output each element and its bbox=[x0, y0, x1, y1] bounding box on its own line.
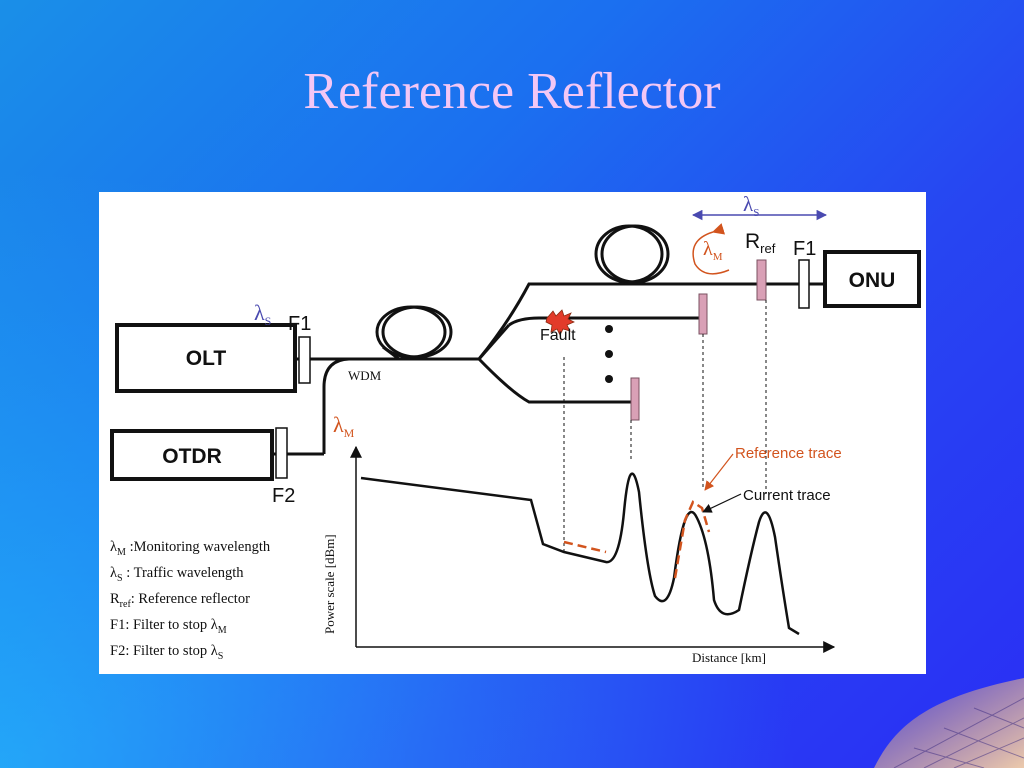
f1-onu-label: F1 bbox=[793, 238, 816, 260]
otdr-label: OTDR bbox=[162, 445, 222, 468]
legend-row-f1: F1: Filter to stop λM bbox=[110, 616, 227, 636]
onu-box bbox=[823, 250, 921, 308]
onu-label: ONU bbox=[849, 269, 896, 292]
x-axis-label: Distance [km] bbox=[692, 650, 766, 665]
reflector-branch-1 bbox=[698, 293, 708, 335]
rref-label: Rref bbox=[745, 230, 776, 256]
fiber-spool-right bbox=[594, 224, 670, 284]
legend: λM :Monitoring wavelength λS : Traffic w… bbox=[110, 537, 330, 666]
fault-icon bbox=[545, 309, 575, 336]
reflector-branch-3 bbox=[630, 377, 640, 421]
current-trace-label: Current trace bbox=[743, 487, 831, 504]
current-trace-pointer bbox=[702, 493, 742, 513]
reference-trace-pointer bbox=[704, 453, 734, 491]
legend-row-rref: Rref: Reference reflector bbox=[110, 590, 250, 610]
branch-dot-2 bbox=[605, 350, 613, 358]
filter-f1-olt bbox=[298, 336, 311, 384]
f2-label: F2 bbox=[272, 485, 295, 507]
y-axis-label: Power scale [dBm] bbox=[322, 534, 337, 634]
diagram-panel: OLT OTDR ONU bbox=[99, 192, 926, 674]
branch-dot-3 bbox=[605, 375, 613, 383]
reference-trace-label: Reference trace bbox=[735, 445, 842, 462]
wdm-label: WDM bbox=[348, 368, 382, 383]
reference-reflector-diagram: OLT OTDR ONU bbox=[110, 192, 921, 665]
fiber-lines bbox=[272, 282, 825, 456]
lambda-m-loop-label: λM bbox=[703, 238, 723, 263]
lambda-m-loop-arrow bbox=[692, 223, 730, 275]
legend-row-f2: F2: Filter to stop λS bbox=[110, 642, 224, 662]
olt-label: OLT bbox=[186, 347, 227, 370]
legend-row-lambda-s: λS : Traffic wavelength bbox=[110, 564, 244, 584]
branch-dot-1 bbox=[605, 325, 613, 333]
reference-trace bbox=[563, 500, 711, 579]
filter-f2 bbox=[275, 427, 288, 479]
reflector-rref bbox=[756, 259, 767, 301]
f1-olt-label: F1 bbox=[288, 313, 311, 335]
slide-title: Reference Reflector bbox=[303, 63, 721, 120]
lambda-s-top-label: λS bbox=[743, 192, 759, 219]
lambda-m-otdr-label: λM bbox=[333, 412, 355, 440]
fiber-spool-left bbox=[375, 305, 453, 361]
current-trace bbox=[360, 472, 800, 636]
filter-f1-onu bbox=[798, 259, 810, 309]
fault-label: Fault bbox=[540, 327, 576, 344]
legend-row-lambda-m: λM :Monitoring wavelength bbox=[110, 539, 271, 558]
otdr-box bbox=[110, 429, 274, 481]
lambda-s-olt-label: λS bbox=[254, 300, 271, 328]
guide-lines bbox=[563, 300, 767, 552]
